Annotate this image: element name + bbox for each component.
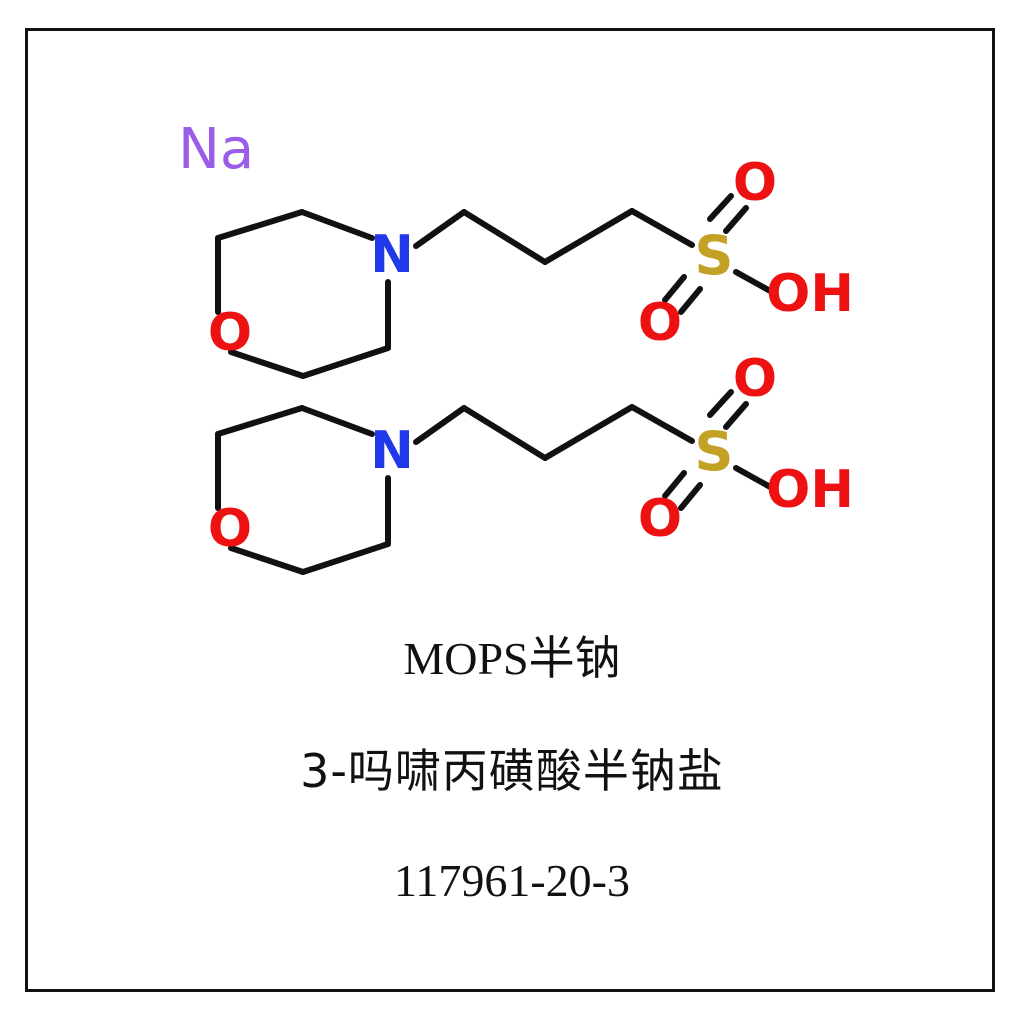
label-oxygen-sulfonyl-top-lower: O [733, 349, 777, 409]
bond-ring-top-left [215, 209, 305, 241]
label-hydroxyl-lower: OH [766, 460, 854, 520]
bond-c3-s [629, 208, 695, 248]
label-sodium-counter-ion: Na [178, 117, 254, 182]
label-nitrogen-lower: N [370, 421, 414, 481]
double-bond-sulfonyl-bottom-lower [662, 470, 703, 511]
bond-c2-c3 [542, 208, 635, 265]
label-nitrogen-upper: N [370, 225, 414, 285]
label-hydroxyl-upper: OH [766, 264, 854, 324]
bond-s-oh-upper [733, 269, 775, 295]
double-bond-sulfonyl-bottom-upper [662, 274, 703, 315]
bond-c1-c2 [461, 405, 548, 461]
label-oxygen-sulfonyl-bottom-upper: O [638, 293, 682, 353]
label-sulfur-upper: S [695, 224, 734, 287]
bond-ring-left-lower [228, 349, 306, 379]
morpholine-ring-upper [215, 209, 391, 379]
caption-product-name: MOPS半钠 [403, 633, 621, 684]
double-bond-sulfonyl-top-lower [707, 389, 749, 430]
bond-ring-top-right [299, 405, 375, 437]
bond-n-c1 [413, 209, 467, 249]
bond-c1-c2 [461, 209, 548, 265]
caption-block: MOPS半钠 3-吗啸丙磺酸半钠盐 117961-20-3 [0, 630, 1024, 910]
propyl-chain-lower [413, 404, 695, 461]
bond-ring-top-left [215, 405, 305, 437]
bond-ring-left-lower [228, 545, 306, 575]
label-oxygen-sulfonyl-bottom-lower: O [638, 489, 682, 549]
propyl-chain-upper [413, 208, 695, 265]
molecule-upper: N O S O O [208, 153, 854, 379]
bond-s-oh-lower [733, 465, 775, 491]
bond-ring-bottom-right [300, 541, 391, 575]
morpholine-ring-lower [215, 405, 391, 575]
bond-c2-c3 [542, 404, 635, 461]
label-sulfur-lower: S [695, 420, 734, 483]
bond-ring-bottom-right [300, 345, 391, 379]
card-border [25, 28, 995, 992]
caption-chemical-name-cn: 3-吗啸丙磺酸半钠盐 [300, 744, 724, 798]
bond-n-c1 [413, 405, 467, 445]
bond-ring-top-right [299, 209, 375, 241]
bond-c3-s [629, 404, 695, 444]
double-bond-sulfonyl-top-upper [707, 193, 749, 234]
label-oxygen-sulfonyl-top-upper: O [733, 153, 777, 213]
caption-cas-number: 117961-20-3 [394, 855, 630, 906]
molecule-lower: N O S O O OH [208, 349, 854, 575]
label-oxygen-ring-lower: O [208, 499, 252, 559]
label-oxygen-ring-upper: O [208, 303, 252, 363]
